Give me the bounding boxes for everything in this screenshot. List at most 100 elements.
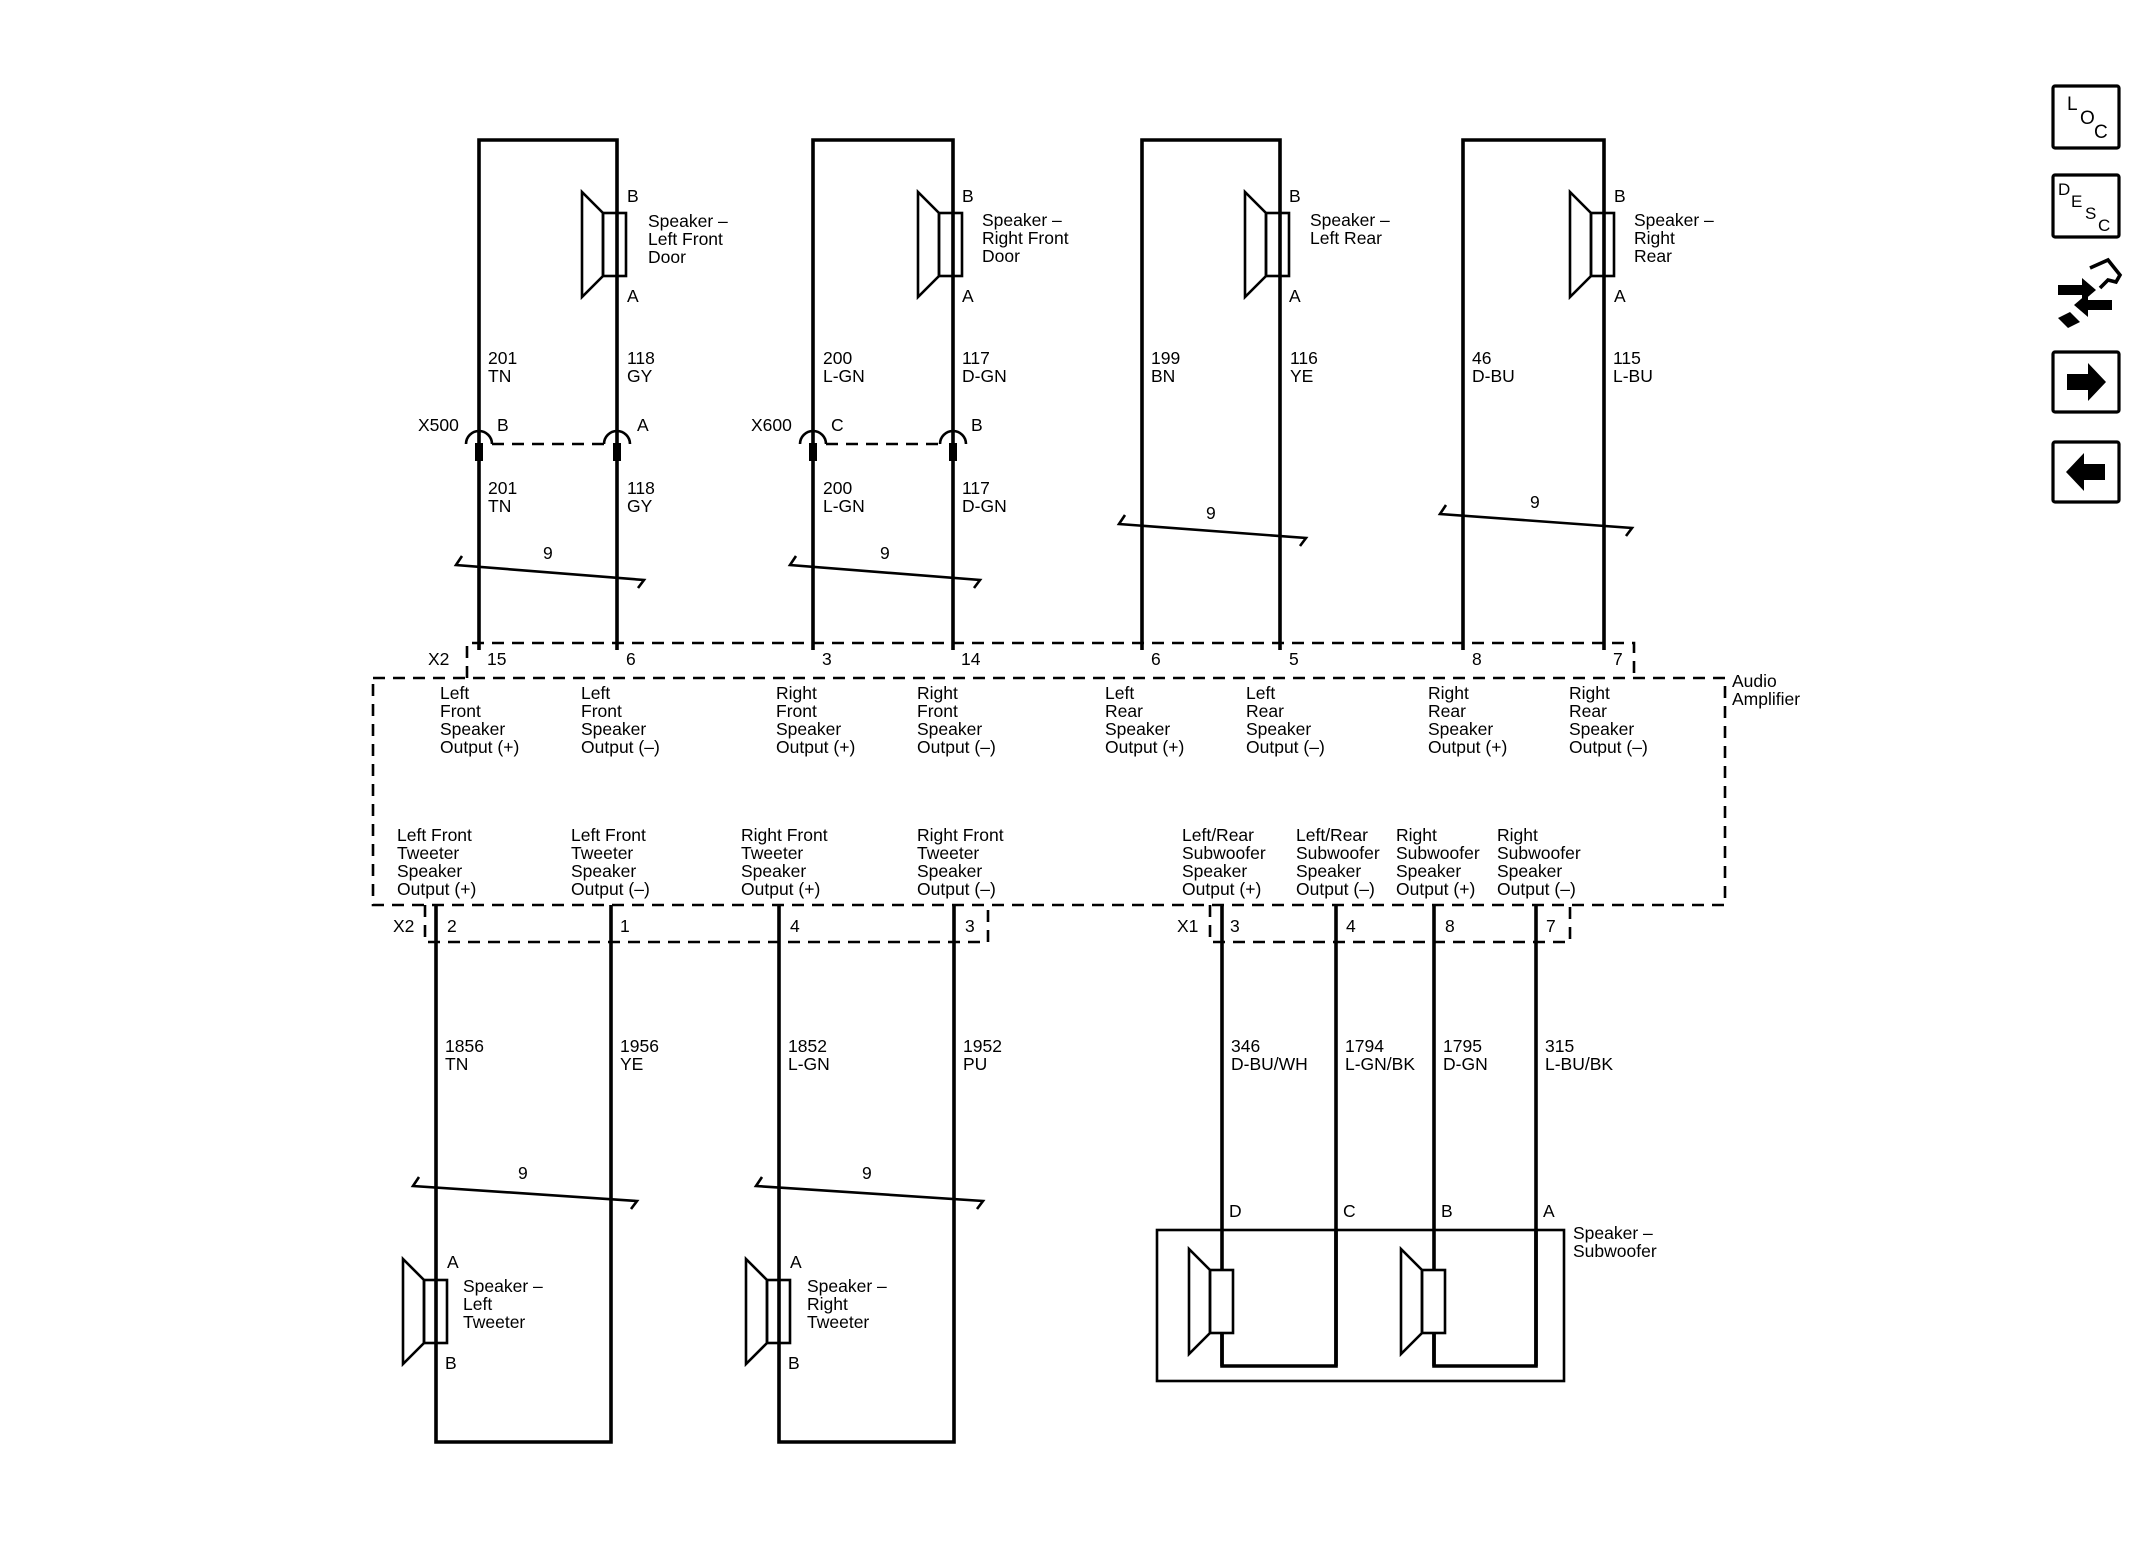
- output-label-line: Rear: [1569, 701, 1607, 721]
- wire-color: TN: [488, 496, 511, 516]
- output-right-front-positive: Right Front Speaker Output (+): [776, 683, 855, 757]
- twist-label: 9: [1530, 492, 1540, 512]
- output-label-line: Output (+): [1105, 737, 1184, 757]
- wire-circuit: 200: [823, 348, 852, 368]
- speaker-name-line: Tweeter: [463, 1312, 525, 1332]
- twist-label: 9: [1206, 503, 1216, 523]
- previous-page-arrow-icon[interactable]: [2051, 440, 2121, 504]
- output-label-line: Output (–): [917, 879, 996, 899]
- wire-color: TN: [445, 1054, 468, 1074]
- speaker-name-line: Rear: [1634, 246, 1672, 266]
- wire-color: PU: [963, 1054, 987, 1074]
- output-right-front-tweeter-negative: Right Front Tweeter Speaker Output (–): [917, 825, 1004, 899]
- wire-color: L-GN/BK: [1345, 1054, 1415, 1074]
- speaker-left-front-door-label: B A Speaker – Left Front Door: [627, 186, 728, 306]
- next-page-arrow-icon[interactable]: [2051, 350, 2121, 414]
- wire-color: L-GN: [823, 366, 865, 386]
- speaker-left-tweeter-label: A B Speaker – Left Tweeter: [445, 1252, 543, 1373]
- output-label-line: Rear: [1246, 701, 1284, 721]
- speaker-name-line: Speaker –: [1310, 210, 1390, 230]
- output-label-line: Output (–): [917, 737, 996, 757]
- desc-letter: E: [2071, 192, 2082, 211]
- wire-color: L-GN: [788, 1054, 830, 1074]
- output-left-front-tweeter-positive: Left Front Tweeter Speaker Output (+): [397, 825, 476, 899]
- output-label-line: Tweeter: [741, 843, 803, 863]
- output-label-line: Output (+): [741, 879, 820, 899]
- wire-circuit: 201: [488, 348, 517, 368]
- output-label-line: Speaker: [1428, 719, 1493, 739]
- speaker-name-line: Speaker –: [463, 1276, 543, 1296]
- output-right-subwoofer-positive: Right Subwoofer Speaker Output (+): [1396, 825, 1480, 899]
- wire-color: YE: [1290, 366, 1313, 386]
- speaker-right-rear-label: B A Speaker – Right Rear: [1614, 186, 1714, 306]
- twist-label: 9: [518, 1163, 528, 1183]
- output-label-line: Subwoofer: [1497, 843, 1581, 863]
- pin-label: A: [1289, 286, 1301, 306]
- desc-letter: C: [2098, 216, 2110, 235]
- output-label-line: Left: [1246, 683, 1275, 703]
- wire-color: D-GN: [1443, 1054, 1488, 1074]
- output-label-line: Output (+): [397, 879, 476, 899]
- speaker-name-line: Speaker –: [982, 210, 1062, 230]
- wire-circuit: 199: [1151, 348, 1180, 368]
- pin-label: B: [445, 1353, 457, 1373]
- wire-color: D-GN: [962, 366, 1007, 386]
- pin-number: 14: [961, 649, 981, 669]
- wire-circuit: 201: [488, 478, 517, 498]
- output-label-line: Front: [581, 701, 622, 721]
- wire-circuit: 118: [627, 348, 655, 368]
- wire-color: D-GN: [962, 496, 1007, 516]
- twisted-pair-marker: 9: [453, 543, 647, 589]
- output-label-line: Right Front: [741, 825, 828, 845]
- pin-number: 5: [1289, 649, 1299, 669]
- pin-label: A: [790, 1252, 802, 1272]
- output-right-subwoofer-negative: Right Subwoofer Speaker Output (–): [1497, 825, 1581, 899]
- inline-connector-x600: X600 C B: [751, 415, 983, 461]
- output-label-line: Tweeter: [917, 843, 979, 863]
- pin-number: 7: [1546, 916, 1556, 936]
- connector-end-view-icon[interactable]: [2050, 257, 2123, 330]
- twist-label: 9: [543, 543, 553, 563]
- speaker-name-line: Right: [1634, 228, 1675, 248]
- output-label-line: Tweeter: [571, 843, 633, 863]
- wire-circuit: 118: [627, 478, 655, 498]
- twisted-pair-marker: 9: [753, 1163, 986, 1210]
- speaker-left-tweeter-symbol: [401, 1255, 449, 1368]
- output-label-line: Right: [1569, 683, 1610, 703]
- speaker-right-tweeter-label: A B Speaker – Right Tweeter: [788, 1252, 887, 1373]
- loc-letter: C: [2094, 122, 2108, 143]
- wire-circuit: 200: [823, 478, 852, 498]
- wire-circuit: 1794: [1345, 1036, 1384, 1056]
- wire-color: TN: [488, 366, 511, 386]
- output-label-line: Subwoofer: [1296, 843, 1380, 863]
- output-label-line: Right: [917, 683, 958, 703]
- location-view-button[interactable]: L O C: [2051, 84, 2121, 150]
- speaker-subwoofer: D C B A Speaker – Subwoofer: [1155, 1201, 1657, 1383]
- output-label-line: Front: [917, 701, 958, 721]
- output-label-line: Front: [440, 701, 481, 721]
- output-label-line: Speaker: [1105, 719, 1170, 739]
- connector-name: X600: [751, 415, 792, 435]
- audio-amplifier: Audio Amplifier: [371, 671, 1800, 907]
- inline-connector-x500: X500 B A: [418, 415, 649, 461]
- output-label-line: Left: [581, 683, 610, 703]
- output-label-line: Left: [440, 683, 469, 703]
- pin-label: A: [1543, 1201, 1555, 1221]
- output-label-line: Output (+): [440, 737, 519, 757]
- connector-x2-top: X2 15 6 3 14 6 5 8 7: [428, 641, 1636, 678]
- pin-label: A: [627, 286, 639, 306]
- speaker-name-line: Door: [648, 247, 686, 267]
- output-label-line: Subwoofer: [1182, 843, 1266, 863]
- output-label-line: Speaker: [571, 861, 636, 881]
- wire-circuit: 46: [1472, 348, 1491, 368]
- speaker-name-line: Left Rear: [1310, 228, 1382, 248]
- desc-letter: D: [2058, 180, 2070, 199]
- pin-label: B: [1614, 186, 1626, 206]
- wire-circuit: 117: [962, 348, 990, 368]
- speaker-left-front-door-symbol: [580, 188, 628, 301]
- output-label-line: Speaker: [741, 861, 806, 881]
- pin-label: A: [962, 286, 974, 306]
- speaker-right-tweeter-symbol: [744, 1255, 792, 1368]
- description-view-button[interactable]: D E S C: [2051, 173, 2121, 239]
